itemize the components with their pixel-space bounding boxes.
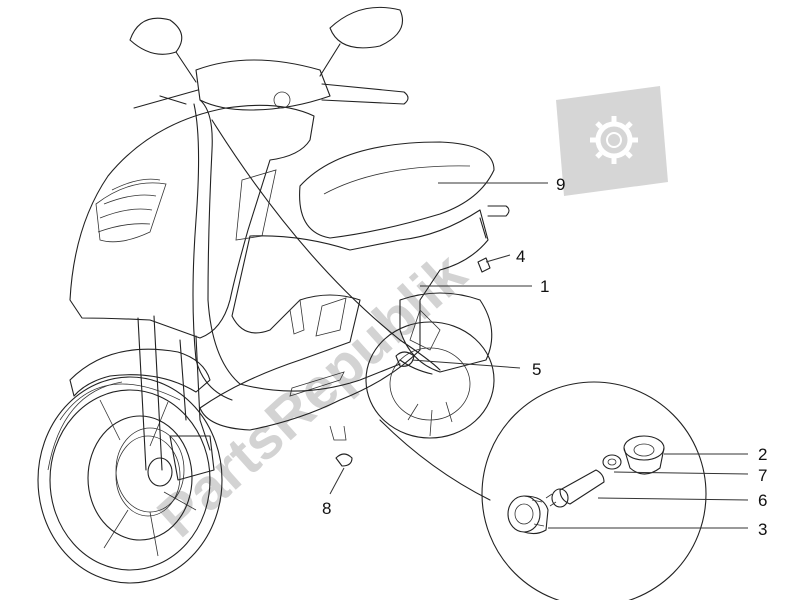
watermark: PartsRepublik <box>145 86 668 550</box>
floorboard <box>199 209 489 431</box>
seat <box>299 141 495 239</box>
part-6-pin <box>545 469 605 508</box>
callout-9: 9 <box>556 175 565 194</box>
leader-lines <box>329 182 749 529</box>
scooter-drawing <box>37 6 510 584</box>
cable-main <box>199 99 401 392</box>
callout-3: 3 <box>758 520 767 539</box>
detail-view <box>481 381 707 600</box>
part-4-clip <box>477 257 491 273</box>
front-fork <box>137 315 211 471</box>
callout-5: 5 <box>532 360 541 379</box>
part-8-clip <box>335 453 353 467</box>
part-3-bushing <box>507 495 549 535</box>
handlebar <box>129 6 409 111</box>
part-7-washer <box>602 454 622 470</box>
callout-6: 6 <box>758 491 767 510</box>
front-body <box>69 104 315 339</box>
callout-1: 1 <box>540 277 549 296</box>
callout-2: 2 <box>758 445 767 464</box>
callouts: 9 4 1 5 2 7 6 3 8 <box>322 175 767 539</box>
part-5-clamp <box>395 351 415 367</box>
part-2-sleeve <box>623 435 665 475</box>
rear-wheel <box>365 292 495 439</box>
callout-8: 8 <box>322 499 331 518</box>
callout-7: 7 <box>758 466 767 485</box>
front-fender <box>69 348 211 397</box>
callout-4: 4 <box>516 247 525 266</box>
gear-icon <box>556 86 668 196</box>
cable-rear <box>211 119 441 371</box>
